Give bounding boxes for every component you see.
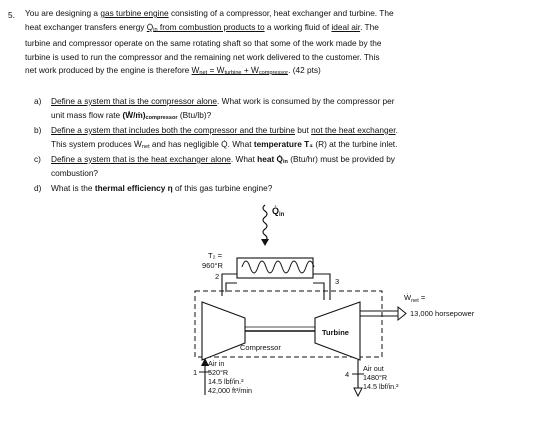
part-b-line-2: This system produces Ẇnet and has neglig…	[51, 138, 398, 150]
state-2-label: 2	[215, 272, 219, 281]
t2-value: 960°R	[202, 261, 224, 270]
problem-number: 5.	[8, 10, 15, 20]
t2-label: T₂ =	[208, 251, 223, 260]
q-in-symbol: Q̇in from combustion products to	[146, 21, 265, 33]
wnet-value: 13,000 horsepower	[410, 309, 475, 318]
intro-line-2: heat exchanger transfers energy Q̇in fro…	[25, 21, 379, 33]
state-4-label: 4	[345, 370, 349, 379]
outlet-pressure: 14.5 lbf/in.²	[363, 382, 399, 391]
part-a-line-1: Define a system that is the compressor a…	[51, 96, 395, 106]
net-work-equation: Ẇnet = Ẇturbine + Ẇcompressor	[191, 65, 289, 77]
intro-line-4: turbine is used to run the compressor an…	[25, 51, 380, 62]
compressor	[201, 301, 246, 361]
turbine-label: Turbine	[322, 328, 349, 337]
work-output-arrow	[397, 305, 407, 322]
heat-exchanger	[236, 257, 314, 279]
turbine	[314, 301, 361, 361]
pipe-state-2	[225, 282, 237, 292]
inlet-label: Air in	[208, 359, 224, 368]
system-boundary	[194, 290, 383, 358]
part-c-line-2: combustion?	[51, 167, 99, 178]
intro-line-1: You are designing a gas turbine engine c…	[25, 8, 394, 18]
part-d-line-1: What is the thermal efficiency η of this…	[51, 183, 273, 193]
outlet-label: Air out	[363, 364, 384, 373]
intro-line-3: turbine and compressor operate on the sa…	[25, 38, 382, 49]
heat-input-arrowhead	[261, 239, 269, 246]
intro-line-5: net work produced by the engine is there…	[25, 65, 321, 77]
wnet-label: Ẇnet =	[404, 293, 426, 304]
heat-exchanger-coil	[241, 260, 315, 274]
outlet-temperature: 1480°R	[363, 373, 387, 382]
pipe-state-3	[313, 273, 331, 300]
inlet-flow-rate: 42,000 ft³/min	[208, 386, 252, 395]
inlet-temperature: 520°R	[208, 368, 228, 377]
q-in-label: Q̇in	[272, 206, 285, 218]
problem-intro: You are designing a gas turbine engine c…	[25, 7, 537, 81]
state-3-label: 3	[335, 277, 339, 286]
inlet-pressure: 14.5 lbf/in.²	[208, 377, 244, 386]
heat-input-arrow	[262, 204, 268, 242]
part-a-line-2: unit mass flow rate (Ẇ/ṁ)compressor (Btu…	[51, 109, 212, 121]
part-b-line-1: Define a system that includes both the c…	[51, 125, 398, 135]
state-1-label: 1	[193, 368, 197, 377]
part-c-line-1: Define a system that is the heat exchang…	[51, 154, 395, 165]
compressor-label: Compressor	[240, 343, 281, 352]
